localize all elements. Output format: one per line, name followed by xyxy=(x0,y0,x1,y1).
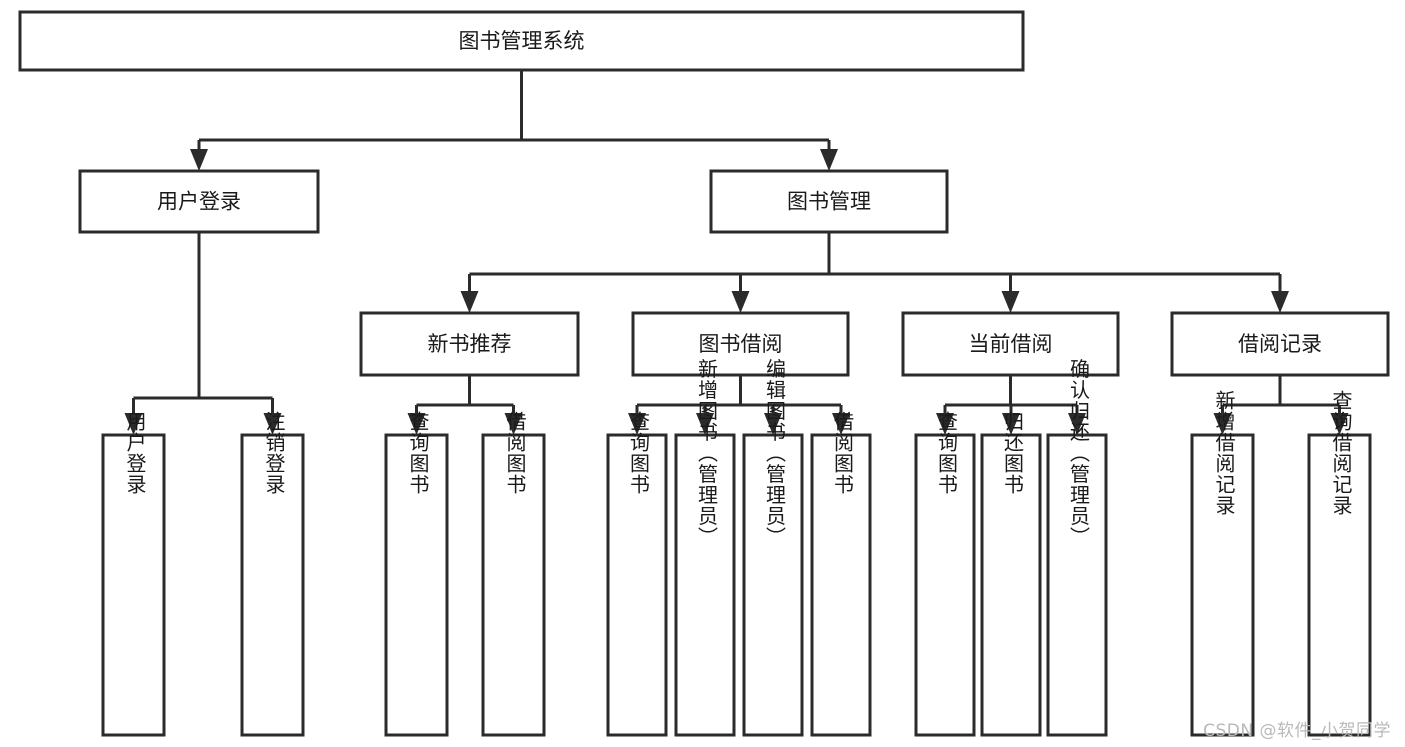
node-box xyxy=(980,433,1042,737)
node-label: 注销登录 xyxy=(262,411,286,495)
node-label: 新增图书（管理员） xyxy=(695,358,719,547)
node-label: 编辑图书（管理员） xyxy=(763,358,787,547)
node-label: 图书借阅 xyxy=(699,332,783,356)
arrow-head-icon xyxy=(1330,413,1349,435)
node-box xyxy=(18,10,1025,72)
node-book-manage[interactable]: 图书管理 xyxy=(709,169,949,234)
node-book-borrow[interactable]: 图书借阅 xyxy=(631,311,850,377)
node-box xyxy=(1170,311,1390,377)
node-leaf-query-record[interactable]: 查询借阅记录 xyxy=(1307,390,1372,737)
node-box xyxy=(709,169,949,234)
node-borrow-record[interactable]: 借阅记录 xyxy=(1170,311,1390,377)
node-box xyxy=(359,311,580,377)
node-box xyxy=(1190,433,1255,737)
node-box xyxy=(481,433,546,737)
node-label: 查询借阅记录 xyxy=(1329,390,1353,516)
arrow-head-icon xyxy=(628,413,646,435)
node-leaf-query-book-borrow[interactable]: 查询图书 xyxy=(606,411,668,737)
edge-group-root xyxy=(190,70,838,171)
arrow-head-icon xyxy=(820,149,838,171)
node-label: 查询图书 xyxy=(627,411,651,495)
arrow-head-icon xyxy=(936,413,954,435)
arrow-head-icon xyxy=(263,413,282,435)
node-label: 确认归还（管理员） xyxy=(1067,358,1091,547)
watermark-text: CSDN @软件_小贺同学 xyxy=(1203,721,1391,741)
arrow-head-icon xyxy=(1271,291,1289,313)
node-box xyxy=(901,311,1120,377)
edge-group-book-borrow xyxy=(628,375,850,435)
arrow-head-icon xyxy=(1068,413,1086,435)
node-leaf-add-record[interactable]: 新增借阅记录 xyxy=(1190,390,1255,737)
node-box xyxy=(384,433,449,737)
nodes-layer: 图书管理系统用户登录图书管理新书推荐图书借阅当前借阅借阅记录用户登录注销登录查询… xyxy=(18,10,1390,737)
node-box xyxy=(78,169,320,234)
node-leaf-borrow-book[interactable]: 借阅图书 xyxy=(810,411,872,737)
node-box xyxy=(1307,433,1372,737)
arrow-head-icon xyxy=(190,149,208,171)
node-leaf-edit-book[interactable]: 编辑图书（管理员） xyxy=(742,358,804,737)
arrow-head-icon xyxy=(460,291,479,313)
node-current-borrow[interactable]: 当前借阅 xyxy=(901,311,1120,377)
node-label: 图书管理系统 xyxy=(459,29,585,53)
edge-group-new-book-recommend xyxy=(407,375,523,435)
node-label: 查询图书 xyxy=(406,411,430,495)
node-box xyxy=(101,433,166,737)
node-leaf-query-book-current[interactable]: 查询图书 xyxy=(914,411,976,737)
node-box xyxy=(631,311,850,377)
node-box xyxy=(810,433,872,737)
node-leaf-user-login[interactable]: 用户登录 xyxy=(101,411,166,737)
node-label: 新增借阅记录 xyxy=(1212,390,1236,516)
node-box xyxy=(742,433,804,737)
node-new-book-recommend[interactable]: 新书推荐 xyxy=(359,311,580,377)
edge-group-book-manage xyxy=(460,232,1289,313)
node-box xyxy=(606,433,668,737)
node-root[interactable]: 图书管理系统 xyxy=(18,10,1025,72)
node-label: 图书管理 xyxy=(787,190,871,214)
node-label: 借阅图书 xyxy=(503,411,527,495)
edge-group-user-login xyxy=(124,232,282,435)
node-box xyxy=(914,433,976,737)
arrow-head-icon xyxy=(1001,291,1020,313)
node-label: 查询图书 xyxy=(935,411,959,495)
node-label: 借阅记录 xyxy=(1238,332,1322,356)
node-box xyxy=(240,433,305,737)
node-label: 用户登录 xyxy=(123,411,147,495)
arrow-head-icon xyxy=(696,413,714,435)
node-label: 新书推荐 xyxy=(428,332,512,356)
node-label: 当前借阅 xyxy=(969,332,1053,356)
node-leaf-confirm-return[interactable]: 确认归还（管理员） xyxy=(1046,358,1108,737)
arrow-head-icon xyxy=(407,413,426,435)
arrow-head-icon xyxy=(124,413,143,435)
node-label: 借阅图书 xyxy=(831,411,855,495)
node-label: 归还图书 xyxy=(1001,411,1025,495)
node-box xyxy=(1046,433,1108,737)
node-leaf-borrow-book-rec[interactable]: 借阅图书 xyxy=(481,411,546,737)
node-leaf-return-book[interactable]: 归还图书 xyxy=(980,411,1042,737)
node-box xyxy=(674,433,736,737)
node-leaf-query-book-rec[interactable]: 查询图书 xyxy=(384,411,449,737)
node-leaf-add-book[interactable]: 新增图书（管理员） xyxy=(674,358,736,737)
arrow-head-icon xyxy=(1213,413,1232,435)
arrow-head-icon xyxy=(504,413,523,435)
arrow-head-icon xyxy=(1002,413,1020,435)
arrow-head-icon xyxy=(832,413,850,435)
node-leaf-user-logout[interactable]: 注销登录 xyxy=(240,411,305,737)
arrow-head-icon xyxy=(731,291,750,313)
node-label: 用户登录 xyxy=(157,190,241,214)
edge-group-current-borrow xyxy=(936,375,1086,435)
edge-group-borrow-record xyxy=(1213,375,1349,435)
connectors-layer xyxy=(124,70,1349,435)
arrow-head-icon xyxy=(764,413,782,435)
node-user-login[interactable]: 用户登录 xyxy=(78,169,320,234)
